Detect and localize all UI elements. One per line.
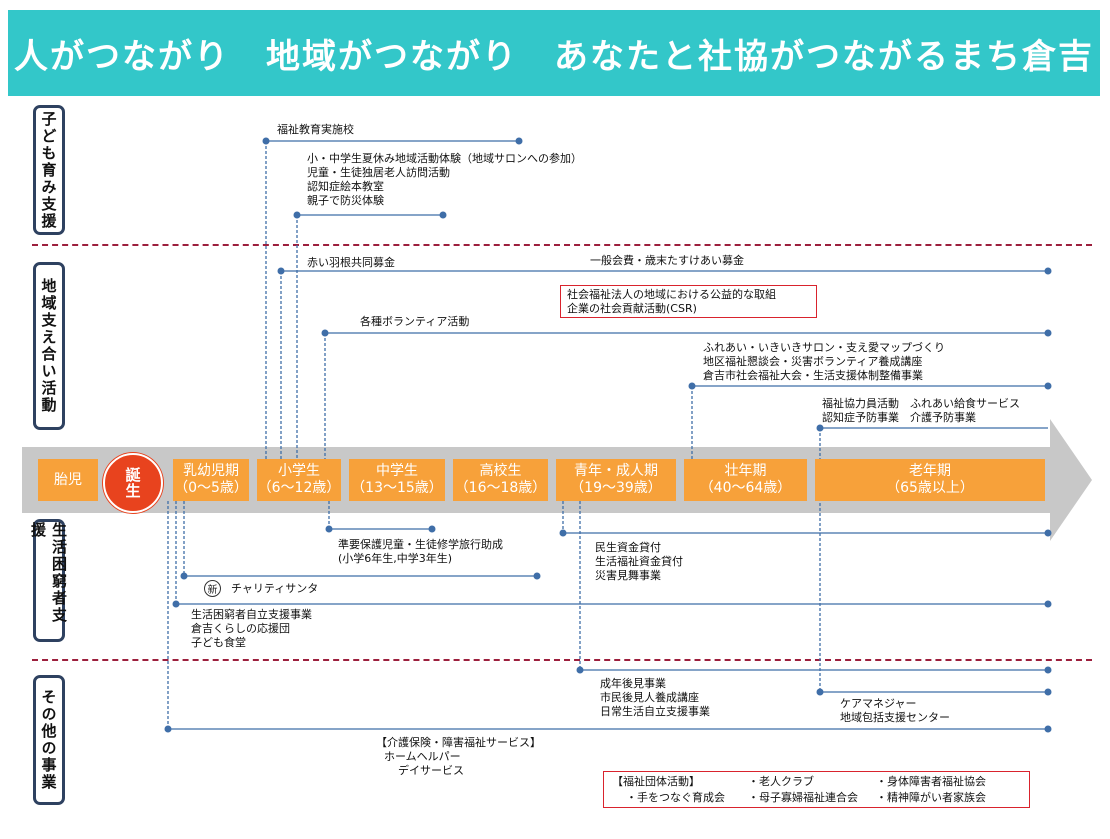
summer-item: 小・中学生夏休み地域活動体験（地域サロンへの参加） — [307, 152, 582, 165]
stage-elderly: 老年期（65歳以上） — [815, 459, 1045, 501]
stage-adult-age: （19〜39歳） — [570, 480, 662, 496]
stage-middle-age-age: （40〜64歳） — [699, 480, 792, 496]
stage-adult-label: 青年・成人期 — [574, 463, 658, 479]
stage-adult: 青年・成人期（19〜39歳） — [556, 459, 676, 501]
page-title: 人がつながり 地域がつながり あなたと社協がつながるまち倉吉 — [8, 10, 1100, 96]
stage-junior-high: 中学生（13〜15歳） — [349, 459, 445, 501]
summer-item: 親子で防災体験 — [307, 194, 384, 207]
volunteer: 各種ボランティア活動 — [360, 315, 470, 328]
salon-item: ふれあい・いきいきサロン・支え愛マップづくり — [703, 341, 945, 354]
loans: 民生資金貸付 生活福祉資金貸付 災害見舞事業 — [595, 541, 683, 583]
guardian-item: 成年後見事業 — [600, 677, 666, 690]
csr-text: 社会福祉法人の地域における公益的な取組 企業の社会貢献活動(CSR) — [561, 286, 816, 318]
groups-item: ・老人クラブ — [748, 775, 814, 788]
poverty-support: 生活困窮者自立支援事業 倉吉くらしの応援団 子ども食堂 — [191, 608, 312, 650]
summer-item: 認知症絵本教室 — [307, 180, 384, 193]
welfare-school: 福祉教育実施校 — [277, 123, 354, 136]
groups-heading: 【福祉団体活動】 — [612, 775, 700, 788]
csr-item: 社会福祉法人の地域における公益的な取組 — [567, 288, 776, 301]
groups-item: ・手をつなぐ育成会 — [626, 791, 725, 804]
care-item: ケアマネジャー — [840, 697, 917, 710]
section-community: 地域支え合い活動 — [33, 262, 65, 430]
kaigo-services: 【介護保険・障害福祉サービス】 ホームヘルパー デイサービス — [376, 736, 541, 778]
section-community-label: 地域支え合い活動 — [39, 278, 58, 414]
section-child-label: 子ども育み支援 — [39, 110, 58, 230]
stage-elementary: 小学生（6〜12歳） — [257, 459, 341, 501]
kaigo-item: 【介護保険・障害福祉サービス】 — [376, 736, 541, 749]
stage-middle-age: 壮年期（40〜64歳） — [684, 459, 807, 501]
stage-high-school-label: 高校生 — [479, 463, 522, 479]
loans-item: 民生資金貸付 — [595, 541, 661, 554]
divider-bottom — [32, 659, 1092, 661]
salon-item: 倉吉市社会福祉大会・生活支援体制整備事業 — [703, 369, 923, 382]
guardian-services: 成年後見事業 市民後見人養成講座 日常生活自立支援事業 — [600, 677, 710, 719]
support-item: 倉吉くらしの応援団 — [191, 622, 290, 635]
kaigo-item: デイサービス — [398, 764, 464, 777]
groups-item: ・精神障がい者家族会 — [876, 791, 986, 804]
summer-item: 児童・生徒独居老人訪問活動 — [307, 166, 450, 179]
section-poverty: 生活困窮者支援 — [29, 519, 68, 642]
stage-infant-label: 乳幼児期 — [183, 463, 239, 479]
salon-activities: ふれあい・いきいきサロン・支え愛マップづくり 地区福祉懇談会・災害ボランティア養… — [703, 341, 945, 383]
support-item: 生活困窮者自立支援事業 — [191, 608, 312, 621]
guardian-item: 日常生活自立支援事業 — [600, 705, 710, 718]
elder-item: 認知症予防事業 介護予防事業 — [822, 411, 976, 424]
school-aid-item: (小学6年生,中学3年生) — [338, 552, 453, 565]
stage-elderly-label: 老年期 — [909, 463, 951, 479]
section-other: その他の事業 — [33, 675, 65, 805]
section-other-label: その他の事業 — [39, 689, 58, 791]
stage-high-school: 高校生（16〜18歳） — [453, 459, 548, 501]
school-aid: 準要保護児童・生徒修学旅行助成 (小学6年生,中学3年生) — [338, 538, 503, 566]
welfare-groups-box: 【福祉団体活動】 ・老人クラブ ・身体障害者福祉協会 ・手をつなぐ育成会 ・母子… — [603, 771, 1030, 808]
support-item: 子ども食堂 — [191, 636, 246, 649]
divider-top — [32, 244, 1092, 246]
care-item: 地域包括支援センター — [840, 711, 950, 724]
stage-middle-age-label: 壮年期 — [724, 463, 767, 479]
stage-fetus: 胎児 — [38, 459, 98, 501]
charity-santa: チャリティサンタ — [231, 582, 319, 595]
elder-activities: 福祉協力員活動 ふれあい給食サービス 認知症予防事業 介護予防事業 — [822, 397, 1020, 425]
loans-item: 生活福祉資金貸付 — [595, 555, 683, 568]
stage-junior-high-age: （13〜15歳） — [351, 480, 443, 496]
birth-label: 誕生 — [123, 467, 142, 499]
red-feather: 赤い羽根共同募金 — [307, 256, 395, 269]
stage-infant-age: （0〜5歳） — [174, 480, 248, 496]
general-fee: 一般会費・歳末たすけあい募金 — [590, 254, 744, 267]
care-services: ケアマネジャー 地域包括支援センター — [840, 697, 950, 725]
salon-item: 地区福祉懇談会・災害ボランティア養成講座 — [703, 355, 923, 368]
groups-item: ・身体障害者福祉協会 — [876, 775, 986, 788]
csr-box: 社会福祉法人の地域における公益的な取組 企業の社会貢献活動(CSR) — [560, 285, 817, 318]
stage-fetus-label: 胎児 — [54, 471, 82, 488]
stage-elementary-label: 小学生 — [278, 463, 320, 479]
section-child: 子ども育み支援 — [33, 105, 65, 235]
csr-item: 企業の社会貢献活動(CSR) — [567, 302, 697, 315]
stage-infant: 乳幼児期（0〜5歳） — [173, 459, 249, 501]
stage-elderly-age: （65歳以上） — [886, 480, 974, 496]
section-poverty-label: 生活困窮者支援 — [29, 522, 68, 624]
birth-marker: 誕生 — [103, 453, 163, 513]
summer-activities: 小・中学生夏休み地域活動体験（地域サロンへの参加） 児童・生徒独居老人訪問活動 … — [307, 152, 582, 208]
kaigo-item: ホームヘルパー — [384, 750, 461, 763]
elder-item: 福祉協力員活動 ふれあい給食サービス — [822, 397, 1020, 410]
new-badge: 新 — [204, 580, 221, 597]
school-aid-item: 準要保護児童・生徒修学旅行助成 — [338, 538, 503, 551]
stage-elementary-age: （6〜12歳） — [257, 480, 341, 496]
loans-item: 災害見舞事業 — [595, 569, 661, 582]
groups-item: ・母子寡婦福祉連合会 — [748, 791, 858, 804]
guardian-item: 市民後見人養成講座 — [600, 691, 699, 704]
stage-junior-high-label: 中学生 — [376, 463, 418, 479]
stage-high-school-age: （16〜18歳） — [454, 480, 547, 496]
